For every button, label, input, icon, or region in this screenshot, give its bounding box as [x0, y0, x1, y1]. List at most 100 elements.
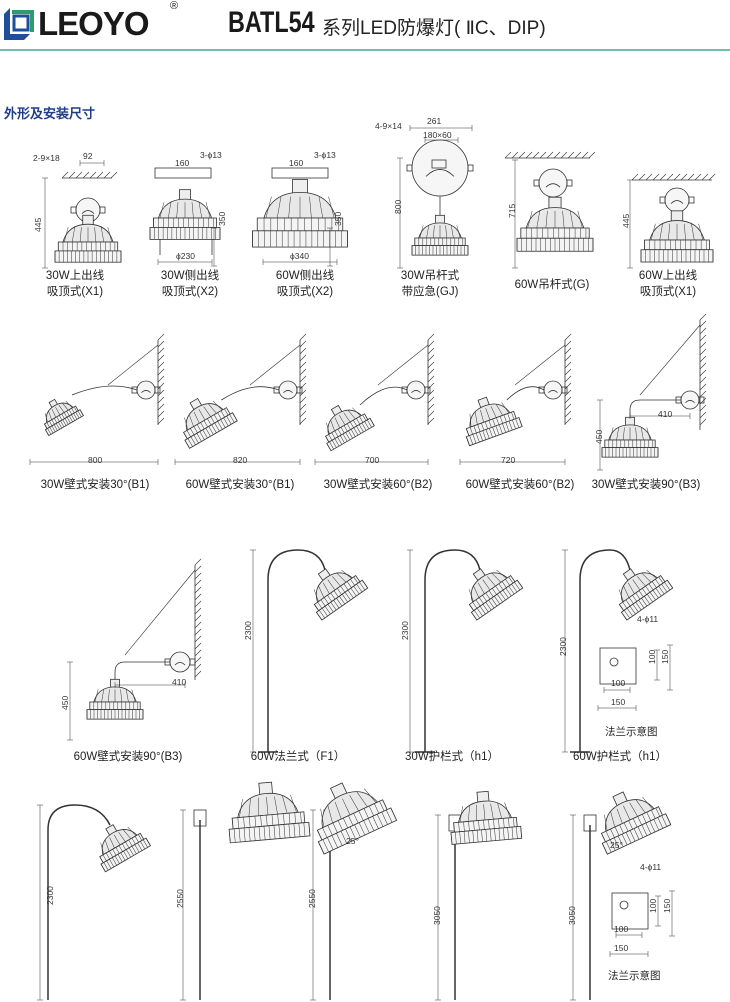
dimension-label: 350 [217, 211, 227, 226]
wall-hatch [194, 558, 202, 680]
figure-caption: 60W壁式安装60°(B2) [465, 479, 575, 491]
lamp-head-icon [600, 791, 672, 855]
figure-caption: 60W吊杆式(G) [514, 279, 590, 291]
figure-caption: 30W吊杆式带应急(GJ) [400, 270, 460, 298]
flange-plate [599, 647, 637, 685]
dimension-label: 25° [346, 836, 359, 846]
dimension-line [459, 459, 566, 465]
dimension-label: 700 [365, 455, 380, 465]
lamp-head-icon [465, 396, 523, 447]
dimension-label: 3050 [567, 906, 577, 925]
dimension-label: 100 [647, 649, 657, 664]
lamp-head-icon [450, 790, 523, 845]
dimension-label: 3-ϕ13 [314, 150, 336, 160]
lamp-head-icon [601, 416, 659, 458]
junction-box-icon [533, 168, 573, 198]
dimension-line [562, 549, 568, 753]
dimension-label: 180×60 [423, 130, 452, 140]
dimension-label: 100 [648, 898, 658, 913]
dimension-label: 2550 [307, 889, 317, 908]
brand-logo-icon [4, 8, 34, 40]
dimension-line [669, 890, 675, 937]
dimension-line [597, 705, 637, 711]
dimension-line [603, 687, 631, 693]
figure-caption: 30W上出线吸顶式(X1) [45, 270, 105, 298]
figure-caption: 60W侧出线吸顶式(X2) [275, 270, 335, 298]
dimension-label: 820 [233, 455, 248, 465]
dimension-line [570, 814, 576, 1001]
wall-hatch [564, 333, 572, 425]
junction-box-icon [659, 187, 695, 213]
dimension-line [79, 160, 105, 166]
wall-hatch [699, 313, 707, 430]
dimension-line [211, 227, 217, 267]
dimension-line [314, 459, 429, 465]
dimension-label: 2300 [558, 637, 568, 656]
lamp-head-icon [43, 398, 84, 437]
lamp-head-icon [618, 568, 674, 621]
junction-box-icon [401, 380, 431, 400]
lamp-head-icon [468, 568, 524, 621]
dimension-label: 445 [621, 213, 631, 228]
dimension-label: 3-ϕ13 [200, 150, 222, 160]
dimension-line [629, 413, 691, 419]
figure-caption: 30W壁式安装30°(B1) [40, 479, 150, 491]
brand-name: LEOYO [38, 5, 150, 42]
dimension-line [409, 125, 473, 131]
dimension-line [262, 259, 338, 265]
dimension-label: 160 [289, 158, 304, 168]
dimension-label: 410 [172, 677, 187, 687]
dimension-line [597, 399, 603, 471]
mounting-arm [629, 324, 701, 425]
dimension-line [42, 177, 48, 269]
dimension-line [627, 179, 633, 269]
lamp-pole [570, 549, 631, 753]
lamp-head-icon [86, 678, 144, 720]
lamp-head-icon [316, 782, 398, 855]
dimension-label: 800 [88, 455, 103, 465]
dimension-line [667, 644, 673, 691]
dimension-label: 4-ϕ11 [637, 614, 659, 624]
dimension-line [114, 682, 186, 688]
dimension-label: 4-ϕ11 [640, 862, 662, 872]
lamp-head-icon [324, 404, 375, 452]
registered-mark: ® [170, 0, 179, 12]
lamp-pole [47, 804, 111, 1000]
figure-caption: 30W壁式安装90°(B3) [591, 479, 701, 491]
figure-caption: 60W护栏式（h1） [573, 751, 667, 763]
lamp-pole [258, 549, 326, 753]
dimension-line [654, 649, 660, 681]
lamp-head-icon [99, 824, 152, 873]
dimension-label: 150 [614, 943, 629, 953]
dimension-label: 4-9×14 [375, 121, 402, 131]
section-title: 外形及安装尺寸 [4, 106, 96, 121]
flange-diagram-label: 法兰示意图 [605, 726, 658, 738]
junction-box-icon [131, 380, 161, 400]
dimension-label: ϕ340 [290, 251, 309, 261]
wall-hatch [299, 333, 307, 425]
wall-hatch [157, 333, 165, 425]
figure-caption: 60W壁式安装90°(B3) [73, 751, 183, 763]
dimension-label: 450 [594, 429, 604, 444]
dimension-line [37, 804, 43, 1001]
dimension-line [250, 549, 256, 753]
wall-hatch [427, 333, 435, 425]
dimension-label: 3050 [432, 906, 442, 925]
dimension-label: 720 [501, 455, 516, 465]
header-divider [0, 49, 730, 51]
lamp-head-icon [54, 214, 122, 263]
lamp-head-icon [516, 196, 594, 252]
flange-plate [611, 892, 649, 930]
dimension-line [655, 895, 661, 927]
lamp-head-icon [313, 568, 369, 621]
dimension-line [397, 157, 403, 269]
dimension-label: ϕ230 [176, 251, 195, 261]
dimension-label: 100 [611, 678, 626, 688]
model-number: BATL54 [228, 6, 315, 39]
figure-caption: 30W壁式安装60°(B2) [323, 479, 433, 491]
mounting-arm [359, 344, 429, 406]
dimension-label: 410 [658, 409, 673, 419]
mounting-arm [506, 344, 566, 401]
lamp-head-icon [149, 189, 221, 240]
